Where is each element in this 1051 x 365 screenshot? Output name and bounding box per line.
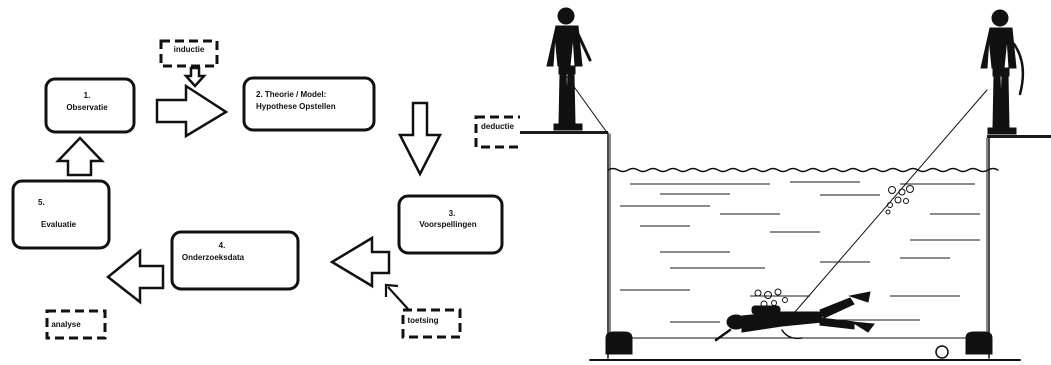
water-surface <box>607 167 999 173</box>
node-observatie-number: 1. <box>84 91 91 100</box>
tag-analyse: analyse <box>45 309 107 340</box>
arrow-evaluatie-to-observatie <box>55 136 105 177</box>
bubbles <box>754 185 914 308</box>
anchor-weights <box>605 331 993 359</box>
water-hatching <box>620 181 980 323</box>
node-theorie: 2. Theorie / Model: Hypothese Opstellen <box>242 76 376 132</box>
arrow-inductie-down <box>183 66 207 88</box>
node-voorspellingen-label: Voorspellingen <box>419 220 476 229</box>
node-observatie: 1. Observatie <box>44 77 136 134</box>
node-theorie-line1: 2. Theorie / Model: <box>256 90 326 99</box>
arrow-theorie-to-voorspellingen <box>397 101 443 177</box>
empirical-cycle-diagram: 1. Observatie 2. Theorie / Model: Hypoth… <box>11 39 520 340</box>
node-evaluatie-number: 5. <box>38 198 45 207</box>
node-evaluatie-label: Evaluatie <box>41 220 77 229</box>
diver-measurement-illustration <box>520 7 1051 361</box>
node-evaluatie: 5. Evaluatie <box>11 179 111 250</box>
arrow-observatie-to-theorie <box>155 83 229 139</box>
diver-swimming <box>714 291 875 342</box>
tag-toetsing-label: toetsing <box>407 316 438 325</box>
arrow-toetsing <box>384 283 409 310</box>
diver-left <box>546 7 592 131</box>
ropes <box>561 69 999 336</box>
tag-inductie-label: inductie <box>174 45 205 54</box>
node-onderzoeksdata-number: 4. <box>219 241 226 250</box>
node-onderzoeksdata: 4. Onderzoeksdata <box>170 230 300 291</box>
arrow-voorspellingen-to-onderzoeksdata <box>329 235 391 289</box>
tag-inductie: inductie <box>159 39 219 68</box>
node-voorspellingen: 3. Voorspellingen <box>397 194 504 255</box>
node-theorie-line2: Hypothese Opstellen <box>256 102 336 111</box>
node-observatie-label: Observatie <box>66 103 108 112</box>
tag-deductie: deductie <box>474 115 520 149</box>
tag-toetsing: toetsing <box>401 308 462 339</box>
node-onderzoeksdata-label: Onderzoeksdata <box>182 253 245 262</box>
tag-analyse-label: analyse <box>51 320 81 329</box>
arrow-onderzoeksdata-to-analyse <box>105 248 165 305</box>
node-voorspellingen-number: 3. <box>449 209 456 218</box>
diver-right <box>980 9 1025 135</box>
tag-deductie-label: deductie <box>481 122 514 131</box>
